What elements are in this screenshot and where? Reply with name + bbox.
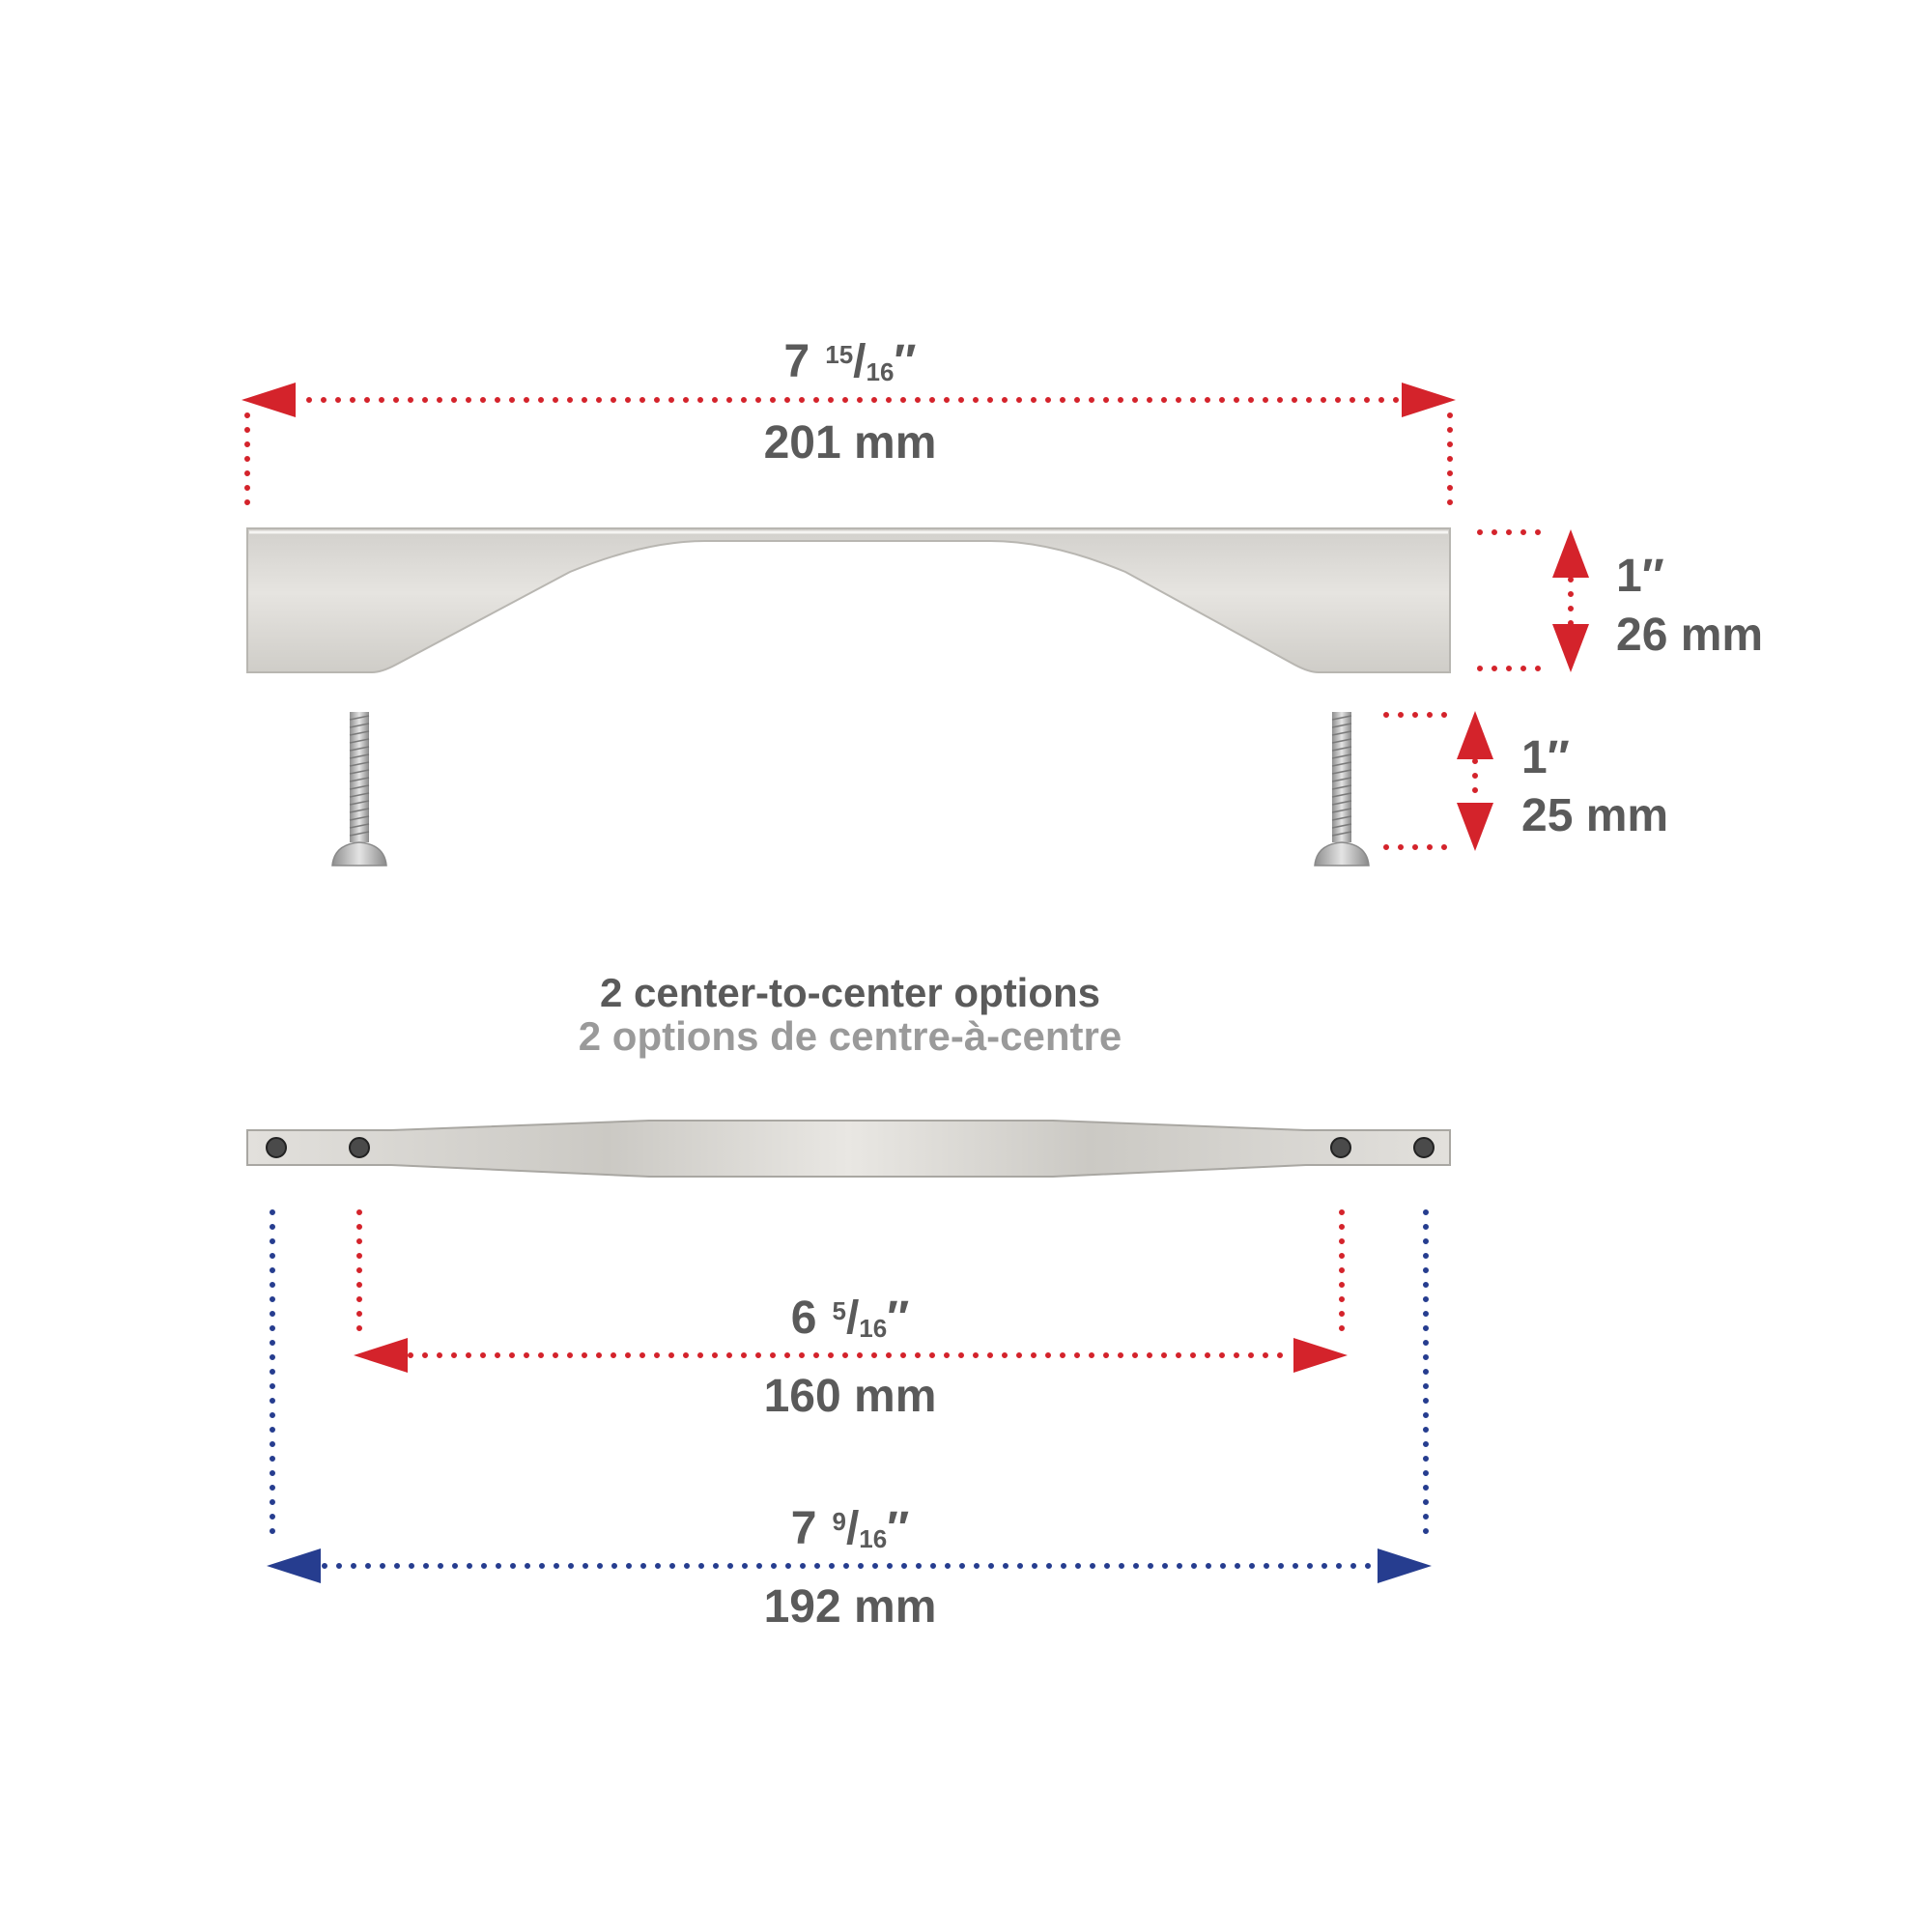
mounting-hole-icon (266, 1137, 287, 1158)
cc-large-metric: 192 mm (764, 1581, 937, 1633)
arrow-left-icon (354, 1338, 408, 1373)
arrow-down-icon (1552, 624, 1589, 672)
handle-top-body (246, 1120, 1451, 1178)
height-imperial: 1″ (1616, 551, 1664, 602)
screw-length-dimension: 1″ 25 mm (1383, 711, 1668, 851)
mounting-hole-icon (1330, 1137, 1351, 1158)
arrow-left-icon (267, 1548, 321, 1583)
arrow-right-icon (1402, 383, 1456, 417)
handle-side-view (246, 527, 1451, 673)
handle-body (246, 527, 1451, 673)
mounting-hole-icon (349, 1137, 370, 1158)
screw-length-metric: 25 mm (1521, 790, 1668, 841)
arrow-down-icon (1457, 803, 1493, 851)
screw-head (331, 841, 387, 867)
arrow-left-icon (242, 383, 296, 417)
mounting-hole-icon (1413, 1137, 1435, 1158)
arrow-right-icon (1293, 1338, 1348, 1373)
screw-length-imperial: 1″ (1521, 732, 1570, 783)
handle-top-view (246, 1120, 1451, 1178)
screw-left (331, 712, 387, 867)
caption-french: 2 options de centre-à-centre (579, 1013, 1122, 1059)
screw-head (1314, 841, 1370, 867)
cc-small-metric: 160 mm (764, 1371, 937, 1422)
arrow-up-icon (1552, 529, 1589, 578)
screw-right (1314, 712, 1370, 867)
overall-length-metric: 201 mm (764, 417, 937, 469)
arrow-up-icon (1457, 711, 1493, 759)
height-dimension: 1″ 26 mm (1477, 529, 1763, 672)
arrow-right-icon (1378, 1548, 1432, 1583)
caption-english: 2 center-to-center options (600, 970, 1100, 1015)
height-metric: 26 mm (1616, 610, 1763, 661)
